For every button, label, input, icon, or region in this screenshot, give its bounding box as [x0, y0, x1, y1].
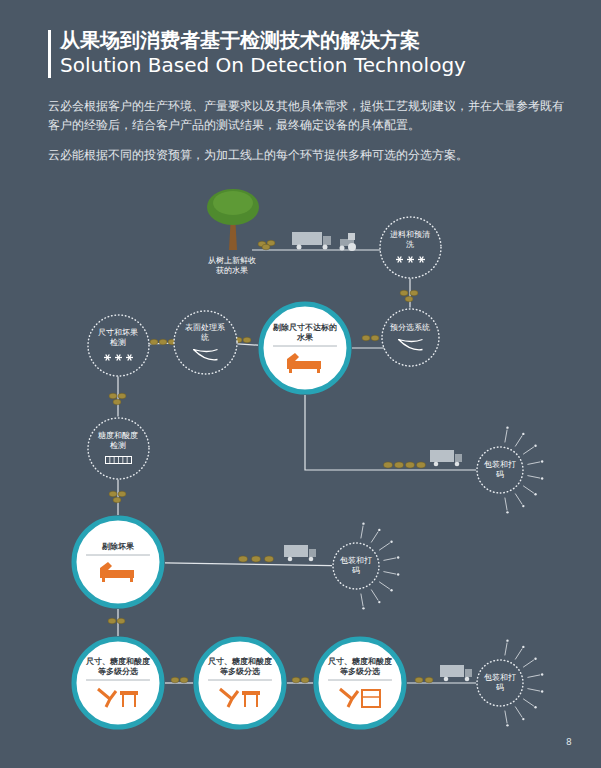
fruit-group [108, 240, 433, 683]
connector [305, 395, 476, 470]
node-label: 糖度和酸度检测 [97, 431, 139, 451]
divider [273, 346, 337, 347]
title: 从果场到消费者基于检测技术的解决方案 [60, 27, 420, 54]
icon [193, 349, 217, 359]
node-text-box: 进料和预清洗 [389, 230, 431, 250]
circle-outline [382, 309, 439, 366]
rays [505, 639, 543, 726]
node-shape [71, 515, 165, 609]
station-circle: 预分选系统 [381, 308, 440, 367]
icon [104, 354, 133, 360]
circle-outline [261, 304, 349, 392]
tractor [340, 233, 357, 251]
connector [165, 682, 193, 683]
process-circle: 剔除尺寸不达标的水果 [258, 301, 352, 395]
divider [86, 680, 150, 681]
node-shape [313, 636, 407, 730]
node-label: 进料和预清洗 [389, 230, 431, 250]
node-label: 预分选系统 [389, 323, 431, 333]
connector [165, 563, 332, 566]
node-label: 包装和打码 [340, 556, 372, 576]
rays [361, 522, 399, 609]
node-text-box: 尺寸、糖度和酸度等多级分选 [86, 657, 150, 677]
divider [208, 680, 272, 681]
node-text-box: 尺寸、糖度和酸度等多级分选 [328, 657, 392, 677]
node-shape [71, 636, 165, 730]
paragraph: 云必会根据客户的生产环境、产量要求以及其他具体需求，提供工艺规划建议，并在大量参… [48, 97, 570, 135]
circle-outline [477, 660, 523, 706]
rays [505, 426, 543, 513]
node-label: 尺寸和坏果检测 [97, 328, 139, 348]
node-text-box: 表面处理系统 [184, 323, 226, 343]
process-circle: 剔除坏果 [71, 515, 165, 609]
truck [284, 545, 316, 561]
connector [237, 344, 258, 345]
node-label: 剔除尺寸不达标的水果 [273, 323, 337, 343]
node-text-box: 包装和打码 [484, 460, 516, 480]
icon [100, 562, 134, 582]
icon [398, 339, 422, 349]
circle-outline [477, 447, 523, 493]
harvest-line [252, 249, 382, 250]
icon [220, 689, 260, 707]
packing-circle: 包装和打码 [332, 542, 380, 590]
node-text-box: 糖度和酸度检测 [97, 431, 139, 451]
icon [340, 689, 380, 707]
circle-outline [174, 311, 237, 374]
node-shape [258, 301, 352, 395]
node-text-box: 剔除尺寸不达标的水果 [273, 323, 337, 343]
node-label: 尺寸、糖度和酸度等多级分选 [328, 657, 392, 677]
circle-outline [333, 543, 379, 589]
packing-circle: 包装和打码 [476, 659, 524, 707]
node-shape [193, 636, 287, 730]
node-label: 表面处理系统 [184, 323, 226, 343]
process-circle: 尺寸、糖度和酸度等多级分选 [193, 636, 287, 730]
station-circle: 糖度和酸度检测 [87, 417, 150, 480]
icon [105, 456, 131, 463]
circle-outline [380, 217, 441, 278]
node-label: 尺寸、糖度和酸度等多级分选 [208, 657, 272, 677]
divider [86, 555, 150, 556]
circle-outline [74, 639, 162, 727]
station-circle: 尺寸和坏果检测 [87, 314, 150, 377]
paragraph: 云必能根据不同的投资预算，为加工线上的每个环节提供多种可选的分选方案。 [48, 146, 570, 165]
node-text-box: 尺寸、糖度和酸度等多级分选 [208, 657, 272, 677]
node-text-box: 尺寸和坏果检测 [97, 328, 139, 348]
process-circle: 尺寸、糖度和酸度等多级分选 [71, 636, 165, 730]
node-text-box: 剔除坏果 [86, 542, 150, 552]
circle-outline [74, 518, 162, 606]
divider [328, 680, 392, 681]
truck [430, 450, 462, 466]
circle-outline [196, 639, 284, 727]
node-label: 剔除坏果 [86, 542, 150, 552]
node-text-box: 包装和打码 [484, 673, 516, 693]
subtitle: Solution Based On Detection Technology [60, 53, 466, 78]
title-bar [48, 30, 51, 78]
node-label: 尺寸、糖度和酸度等多级分选 [86, 657, 150, 677]
connector [287, 682, 313, 683]
circle-outline [88, 418, 149, 479]
node-text-box: 包装和打码 [340, 556, 372, 576]
icon [396, 256, 425, 262]
page-number: 8 [566, 737, 572, 748]
icon [98, 689, 138, 707]
truck [292, 232, 331, 250]
node-label: 包装和打码 [484, 673, 516, 693]
tree [207, 189, 259, 250]
icon [287, 353, 321, 373]
truck [440, 665, 472, 681]
node-label: 包装和打码 [484, 460, 516, 480]
tree-caption: 从树上新鲜收获的水果 [208, 256, 256, 276]
station-circle: 表面处理系统 [173, 310, 238, 375]
node-shape [381, 308, 440, 367]
process-circle: 尺寸、糖度和酸度等多级分选 [313, 636, 407, 730]
circle-outline [316, 639, 404, 727]
circle-outline [88, 315, 149, 376]
node-text-box: 预分选系统 [389, 323, 431, 333]
packing-circle: 包装和打码 [476, 446, 524, 494]
station-circle: 进料和预清洗 [379, 216, 442, 279]
